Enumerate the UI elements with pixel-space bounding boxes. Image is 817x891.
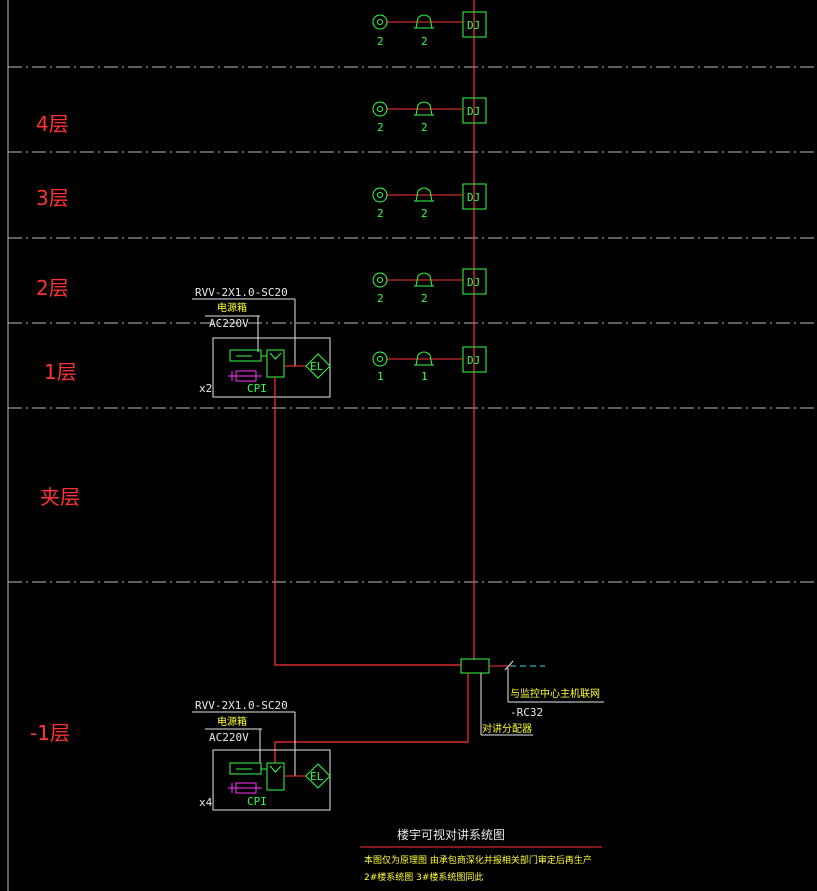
floor-label-2: 2层 [36, 276, 69, 300]
camera-icon-inner [377, 106, 383, 112]
camera-icon [372, 351, 388, 367]
door-lock-icon [228, 370, 262, 382]
camera-icon [372, 14, 388, 30]
cpi-label: CPI [247, 795, 267, 808]
panel-upper: RVV-2X1.0-SC20 电源箱 AC220V CPI EL x2 [192, 286, 331, 398]
phone-count: 2 [421, 292, 428, 305]
floor-label-3: 3层 [36, 186, 69, 210]
floor-row-3: DJ 2 2 [372, 183, 487, 220]
camera-icon-inner [377, 192, 383, 198]
panel-frame [212, 749, 331, 811]
panel-lower: RVV-2X1.0-SC20 电源箱 AC220V CPI EL x4 [192, 699, 331, 811]
dj-box [462, 268, 487, 295]
telephone-icon [414, 101, 434, 116]
power-box-label: 电源箱 [217, 301, 247, 314]
dj-label: DJ [467, 191, 480, 204]
dj-box [462, 11, 487, 38]
power-box-label: 电源箱 [217, 715, 247, 728]
camera-icon [372, 187, 388, 203]
telephone-icon [414, 14, 434, 29]
network-tick [504, 660, 514, 671]
floor-label-b1: -1层 [30, 721, 70, 745]
dj-label: DJ [467, 354, 480, 367]
dj-label: DJ [467, 276, 480, 289]
cable-label: RVV-2X1.0-SC20 [195, 699, 288, 712]
floor-label-4: 4层 [36, 112, 69, 136]
panel-frame [212, 337, 331, 398]
camera-icon-inner [377, 19, 383, 25]
el-diamond [305, 353, 331, 379]
cpi-mark [269, 765, 282, 773]
camera-count: 1 [377, 370, 384, 383]
footer-title: 楼宇可视对讲系统图 [397, 827, 505, 842]
camera-icon [372, 101, 388, 117]
dj-box [462, 346, 487, 373]
dj-box [462, 183, 487, 210]
cpi-mark [269, 352, 282, 360]
telephone-icon [414, 351, 434, 366]
el-diamond [305, 763, 331, 789]
door-lock-icon [228, 782, 262, 794]
floor-row-1: DJ 1 1 [372, 346, 487, 383]
camera-count: 2 [377, 292, 384, 305]
distributor-label: 对讲分配器 [482, 722, 532, 735]
dj-label: DJ [467, 105, 480, 118]
phone-count: 2 [421, 121, 428, 134]
camera-icon-inner [377, 277, 383, 283]
camera-count: 2 [377, 35, 384, 48]
el-label: EL [310, 360, 324, 373]
phone-count: 2 [421, 35, 428, 48]
upper-trunk [274, 377, 461, 666]
cable-label: RVV-2X1.0-SC20 [195, 286, 288, 299]
quantity-label: x2 [199, 382, 212, 395]
footer-note-2: 2#楼系统图 3#楼系统图同此 [364, 871, 483, 883]
phone-count: 2 [421, 207, 428, 220]
power-label: AC220V [209, 731, 249, 744]
floor-dividers [8, 66, 817, 583]
camera-count: 2 [377, 207, 384, 220]
network-label: 与监控中心主机联网 [510, 687, 600, 700]
floor-row-2: DJ 2 2 [372, 268, 487, 305]
el-label: EL [310, 770, 324, 783]
telephone-icon [414, 187, 434, 202]
dj-box [462, 97, 487, 124]
floor-row-4: DJ 2 2 [372, 97, 487, 134]
camera-icon-inner [377, 356, 383, 362]
power-label: AC220V [209, 317, 249, 330]
cpi-label: CPI [247, 382, 267, 395]
quantity-label: x4 [199, 796, 213, 809]
camera-icon [372, 272, 388, 288]
telephone-icon [414, 272, 434, 287]
footer-note-1: 本图仅为原理图 由承包商深化并报相关部门审定后再生产 [364, 854, 592, 866]
camera-count: 2 [377, 121, 384, 134]
floor-label-mezzanine: 夹层 [40, 485, 80, 509]
floor-row-top: DJ 2 2 [372, 11, 487, 48]
conduit-label: -RC32 [510, 706, 543, 719]
lower-trunk [274, 673, 469, 763]
floor-label-1: 1层 [44, 360, 77, 384]
phone-count: 1 [421, 370, 428, 383]
dj-label: DJ [467, 19, 480, 32]
